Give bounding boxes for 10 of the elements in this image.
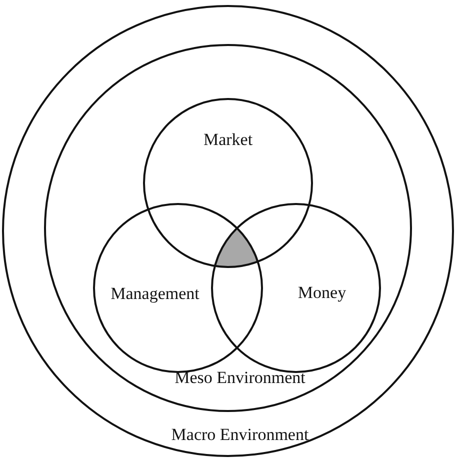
- circle: [44, 44, 412, 412]
- circle-label: Money: [298, 283, 346, 303]
- circle: [93, 203, 263, 373]
- circle: [211, 203, 381, 373]
- circle: [2, 5, 454, 457]
- circle-label: Management: [110, 284, 200, 304]
- circle-label: Meso Environment: [174, 368, 306, 388]
- circle-label: Macro Environment: [171, 425, 309, 445]
- circle: [143, 98, 313, 268]
- circle-label: Market: [203, 130, 253, 150]
